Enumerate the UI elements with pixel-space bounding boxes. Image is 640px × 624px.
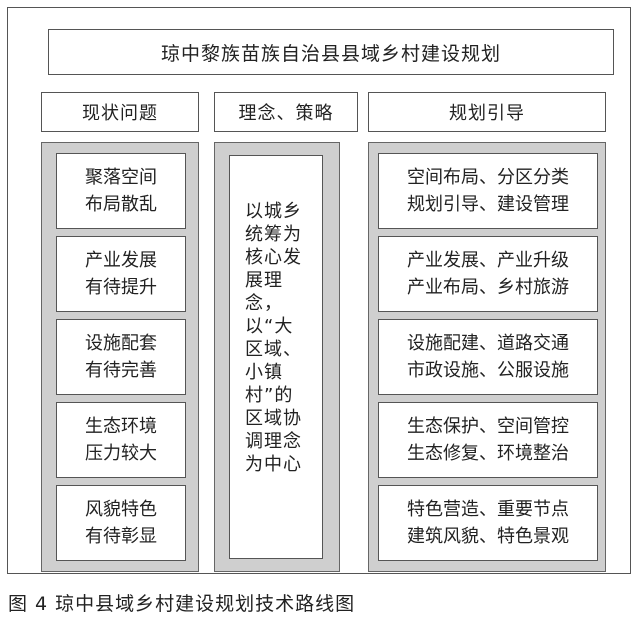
panel-current-issues: 聚落空间 布局散乱 产业发展 有待提升 设施配套 有待完善 生态环境 压力较大 … — [41, 142, 199, 572]
guidance-item-label: 生态保护、空间管控 生态修复、环境整治 — [407, 416, 569, 464]
guidance-item: 设施配建、道路交通 市政设施、公服设施 — [378, 319, 598, 395]
issue-item-label: 聚落空间 布局散乱 — [85, 167, 157, 215]
issue-item: 风貌特色 有待彰显 — [56, 485, 186, 561]
strategy-text: 以城乡统筹为核心发展理念，以“大区域、小镇村”的区域协调理念为中心 — [245, 201, 302, 475]
strategy-text-box: 以城乡统筹为核心发展理念，以“大区域、小镇村”的区域协调理念为中心 — [229, 155, 323, 559]
figure-caption: 图 4 琼中县域乡村建设规划技术路线图 — [8, 593, 356, 615]
issue-item-label: 设施配套 有待完善 — [85, 333, 157, 381]
diagram-frame: 琼中黎族苗族自治县县域乡村建设规划 现状问题 理念、策略 规划引导 聚落空间 布… — [7, 7, 631, 574]
panel-concept-strategy: 以城乡统筹为核心发展理念，以“大区域、小镇村”的区域协调理念为中心 — [214, 142, 340, 572]
guidance-item-label: 特色营造、重要节点 建筑风貌、特色景观 — [407, 499, 569, 547]
guidance-item-label: 空间布局、分区分类 规划引导、建设管理 — [407, 167, 569, 215]
issue-item-label: 生态环境 压力较大 — [85, 416, 157, 464]
guidance-item: 产业发展、产业升级 产业布局、乡村旅游 — [378, 236, 598, 312]
issue-item: 聚落空间 布局散乱 — [56, 153, 186, 229]
issue-item: 生态环境 压力较大 — [56, 402, 186, 478]
header-concept-strategy: 理念、策略 — [214, 92, 358, 132]
header-current-issues: 现状问题 — [41, 92, 199, 132]
diagram-title: 琼中黎族苗族自治县县域乡村建设规划 — [48, 29, 614, 75]
issue-item: 产业发展 有待提升 — [56, 236, 186, 312]
guidance-item: 特色营造、重要节点 建筑风貌、特色景观 — [378, 485, 598, 561]
guidance-item-label: 设施配建、道路交通 市政设施、公服设施 — [407, 333, 569, 381]
issue-item: 设施配套 有待完善 — [56, 319, 186, 395]
issue-item-label: 产业发展 有待提升 — [85, 250, 157, 298]
guidance-item-label: 产业发展、产业升级 产业布局、乡村旅游 — [407, 250, 569, 298]
panel-planning-guidance: 空间布局、分区分类 规划引导、建设管理 产业发展、产业升级 产业布局、乡村旅游 … — [368, 142, 606, 572]
issue-item-label: 风貌特色 有待彰显 — [85, 499, 157, 547]
header-planning-guidance: 规划引导 — [368, 92, 606, 132]
guidance-item: 空间布局、分区分类 规划引导、建设管理 — [378, 153, 598, 229]
guidance-item: 生态保护、空间管控 生态修复、环境整治 — [378, 402, 598, 478]
